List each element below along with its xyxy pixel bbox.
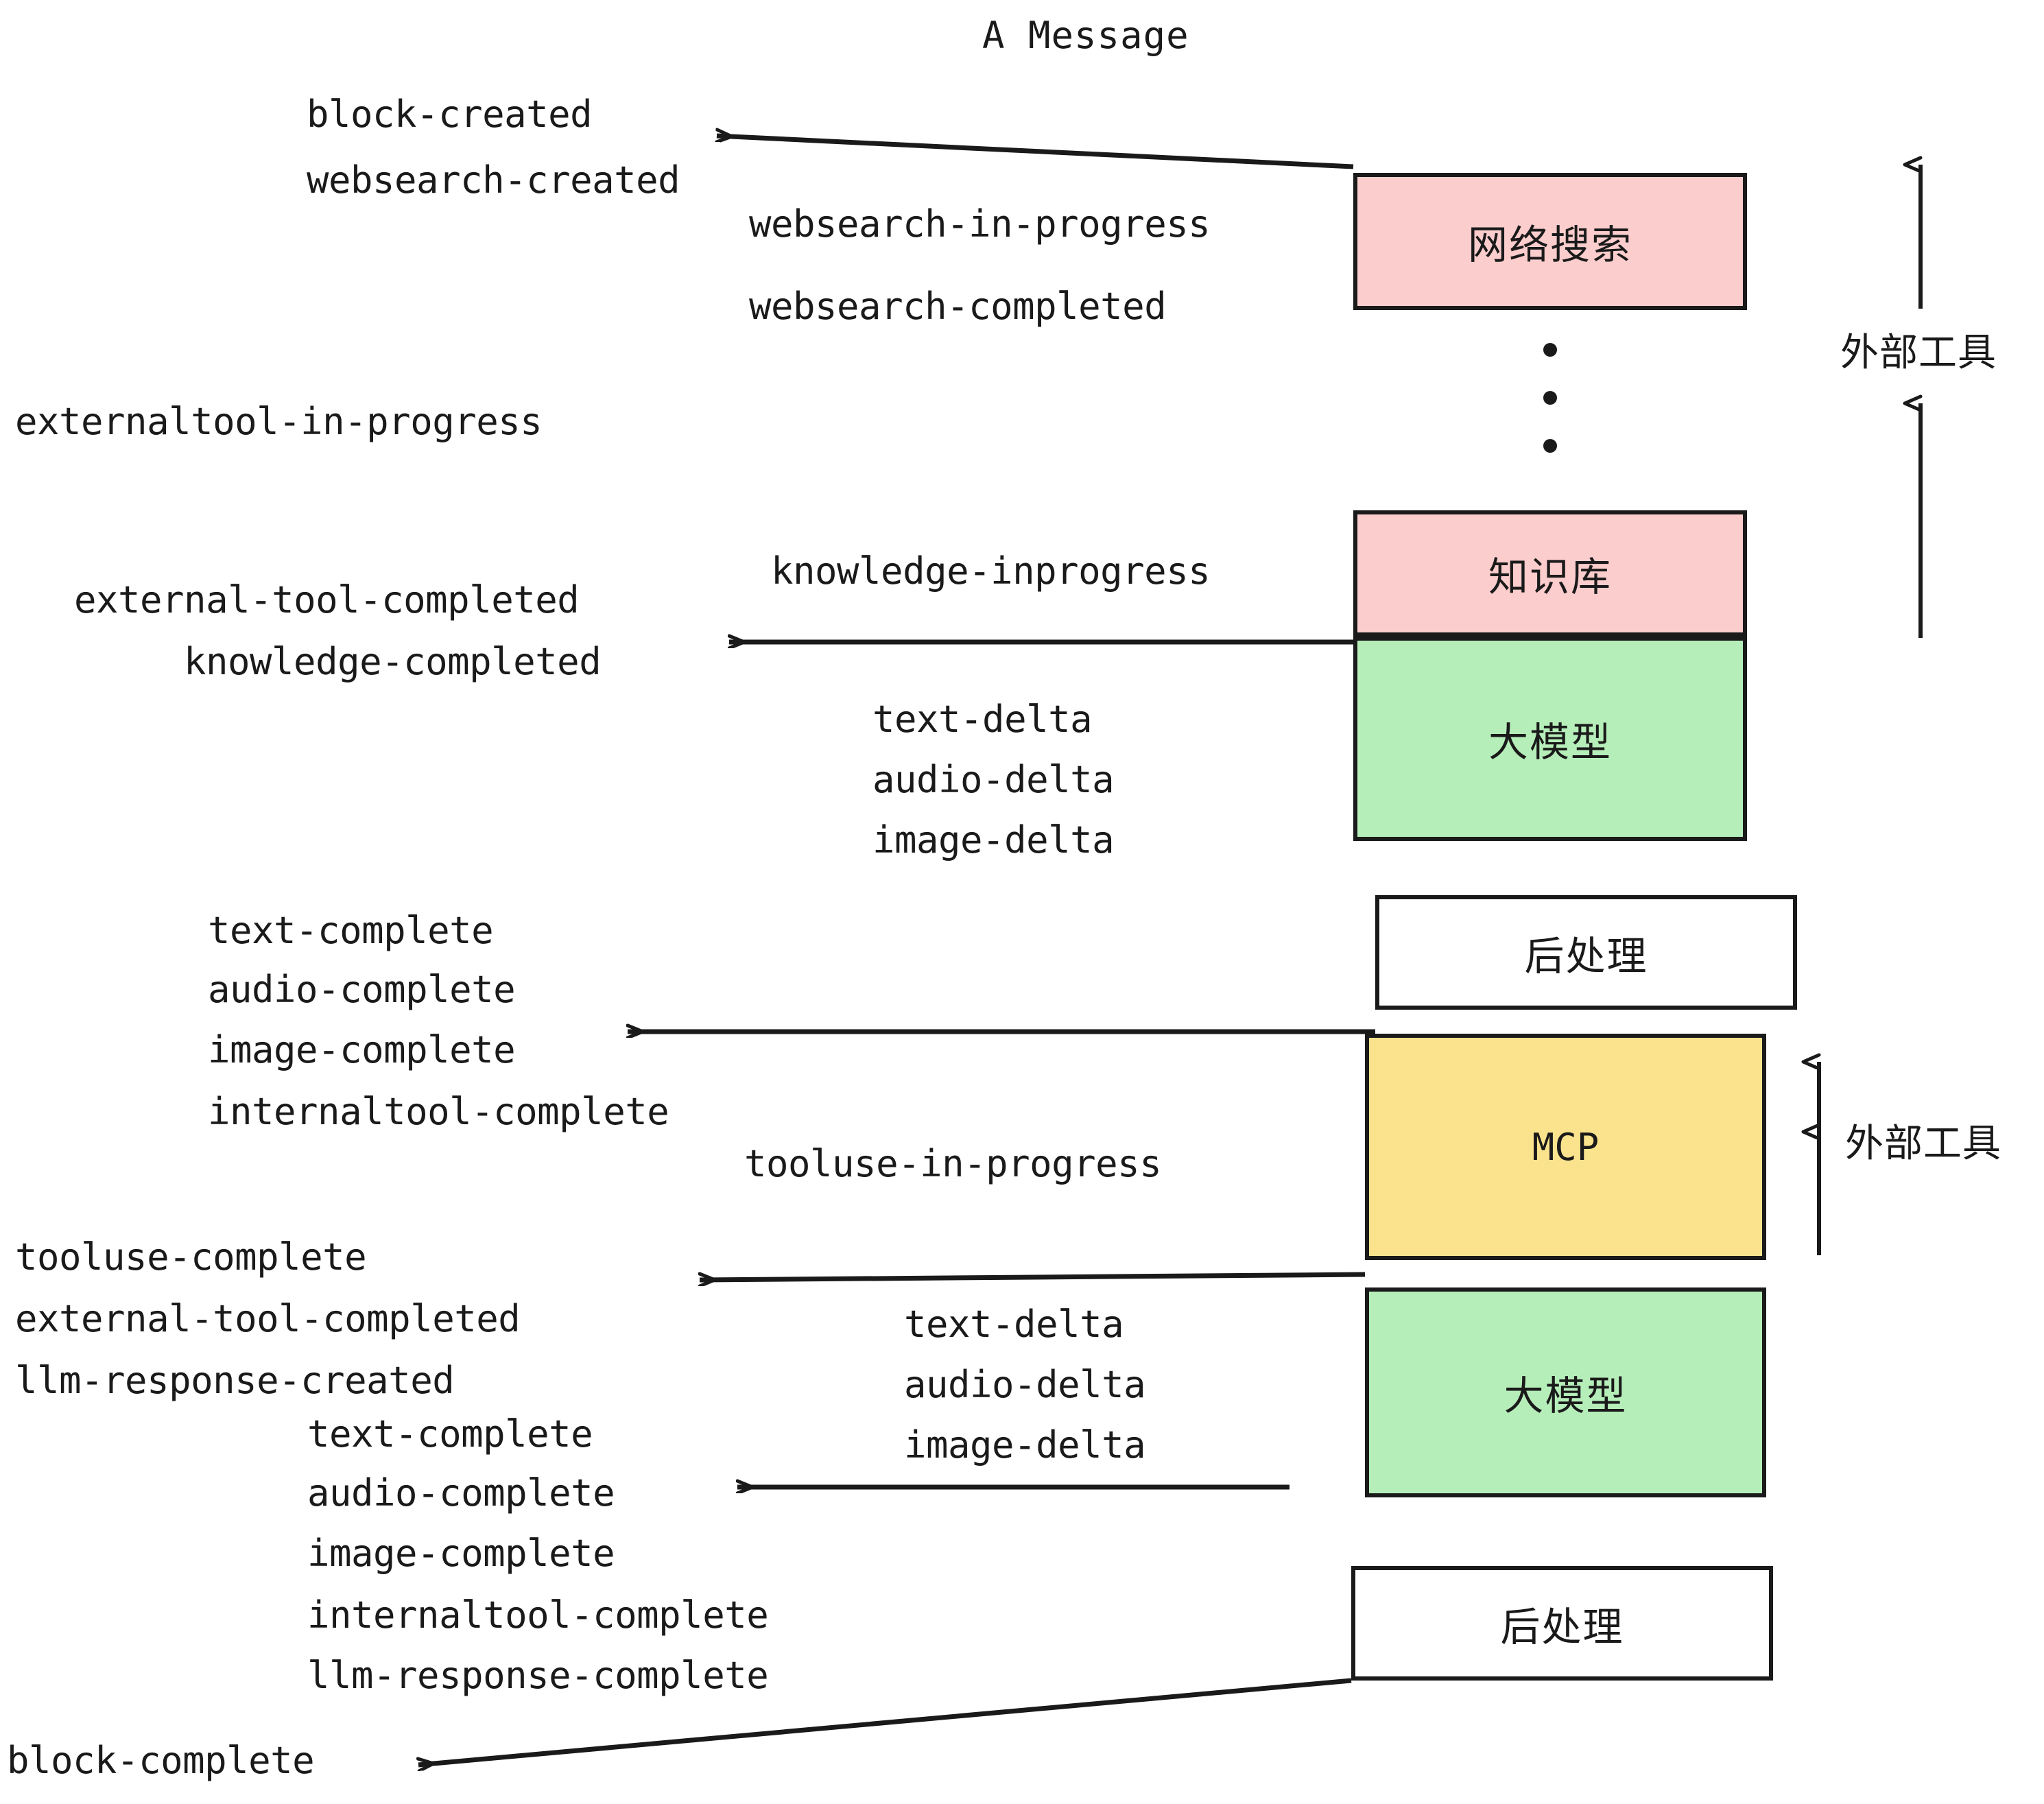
event-label-audio-complete-1: audio-complete (208, 968, 516, 1011)
event-label-image-delta-2: image-delta (904, 1423, 1146, 1467)
event-label-knowledge-completed: knowledge-completed (184, 640, 602, 683)
node-box-post-1[interactable]: 后处理 (1375, 895, 1797, 1010)
event-label-internaltool-complete-2: internaltool-complete (307, 1593, 769, 1637)
event-label-tooluse-complete: tooluse-complete (15, 1235, 367, 1279)
node-box-llm-2[interactable]: 大模型 (1365, 1287, 1766, 1497)
event-label-llm-response-created: llm-response-created (15, 1359, 455, 1402)
ellipsis-dot (1543, 391, 1557, 405)
diagram-title: A Message (982, 14, 1189, 57)
event-label-external-tool-completed-1: external-tool-completed (74, 578, 580, 621)
ellipsis-dot (1543, 439, 1557, 453)
node-box-knowledge[interactable]: 知识库 (1353, 510, 1747, 637)
group-label-external-tools-bottom: 外部工具 (1845, 1121, 2001, 1166)
vertical-ellipsis (1543, 343, 1557, 453)
node-box-llm-1[interactable]: 大模型 (1353, 637, 1747, 841)
event-label-image-complete-2: image-complete (307, 1532, 615, 1575)
arrow-websearch-created (717, 136, 1354, 169)
event-label-llm-response-complete: llm-response-complete (307, 1654, 769, 1697)
event-label-audio-delta-2: audio-delta (904, 1363, 1146, 1406)
node-box-mcp[interactable]: MCP (1365, 1034, 1766, 1260)
event-label-audio-delta-1: audio-delta (872, 758, 1115, 801)
event-label-block-complete: block-complete (7, 1739, 315, 1782)
event-label-websearch-in-progress: websearch-in-progress (749, 202, 1211, 246)
event-label-text-delta-1: text-delta (872, 698, 1093, 741)
node-box-websearch[interactable]: 网络搜索 (1353, 173, 1747, 310)
event-label-image-complete-1: image-complete (208, 1028, 516, 1071)
node-box-post-2[interactable]: 后处理 (1351, 1566, 1773, 1681)
event-label-block-created: block-created (307, 93, 593, 136)
group-label-external-tools-top: 外部工具 (1840, 331, 1997, 375)
event-label-text-delta-2: text-delta (904, 1303, 1124, 1346)
event-label-websearch-completed: websearch-completed (749, 285, 1167, 328)
event-label-audio-complete-2: audio-complete (307, 1471, 615, 1515)
event-label-external-tool-completed-2: external-tool-completed (15, 1297, 521, 1340)
event-label-tooluse-in-progress: tooluse-in-progress (744, 1142, 1162, 1185)
event-label-internaltool-complete-1: internaltool-complete (208, 1090, 669, 1133)
event-label-websearch-created: websearch-created (307, 158, 680, 202)
event-label-image-delta-1: image-delta (872, 818, 1115, 862)
arrow-external-tool-completed (700, 1272, 1366, 1280)
event-label-text-complete-1: text-complete (208, 909, 494, 952)
ellipsis-dot (1543, 343, 1557, 357)
event-label-externaltool-in-progress: externaltool-in-progress (15, 400, 543, 443)
event-label-text-complete-2: text-complete (307, 1412, 593, 1456)
event-label-knowledge-inprogress: knowledge-inprogress (771, 549, 1211, 593)
